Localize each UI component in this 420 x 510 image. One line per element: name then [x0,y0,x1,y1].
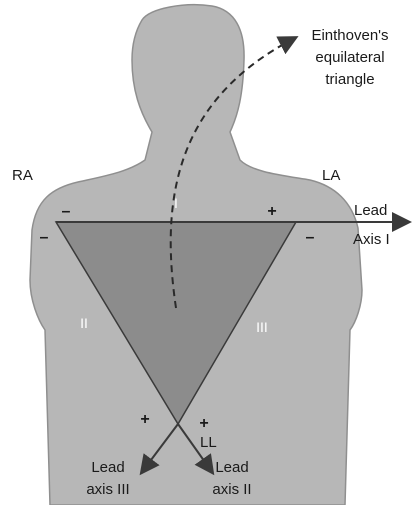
lead-axis-ii-label-line-2: axis II [212,481,251,498]
lead-i-label: I [174,195,178,211]
triangle-label-line-2: equilateral [315,49,384,66]
lead-axis-iii-label-line-2: axis III [86,481,129,498]
polarity-minus-ra-top: – [62,203,71,220]
polarity-plus-ll-left: + [140,411,149,428]
triangle-label-line-1: Einthoven's [311,27,388,44]
polarity-minus-ra-side: – [40,229,49,246]
lead-ii-label: II [80,315,88,331]
polarity-plus-la-top: + [267,203,276,220]
polarity-plus-ll-right: + [199,415,208,432]
electrode-la-label: LA [322,167,340,184]
lead-axis-i-label-line-2: Axis I [353,231,390,248]
polarity-minus-la-side: – [306,229,315,246]
triangle-label-line-3: triangle [325,71,374,88]
lead-axis-ii-label-line-1: Lead [215,459,248,476]
electrode-ll-label: LL [200,434,217,451]
lead-axis-i-label-line-1: Lead [354,202,387,219]
electrode-ra-label: RA [12,167,33,184]
lead-iii-label: III [256,319,268,335]
lead-axis-iii-label-line-1: Lead [91,459,124,476]
